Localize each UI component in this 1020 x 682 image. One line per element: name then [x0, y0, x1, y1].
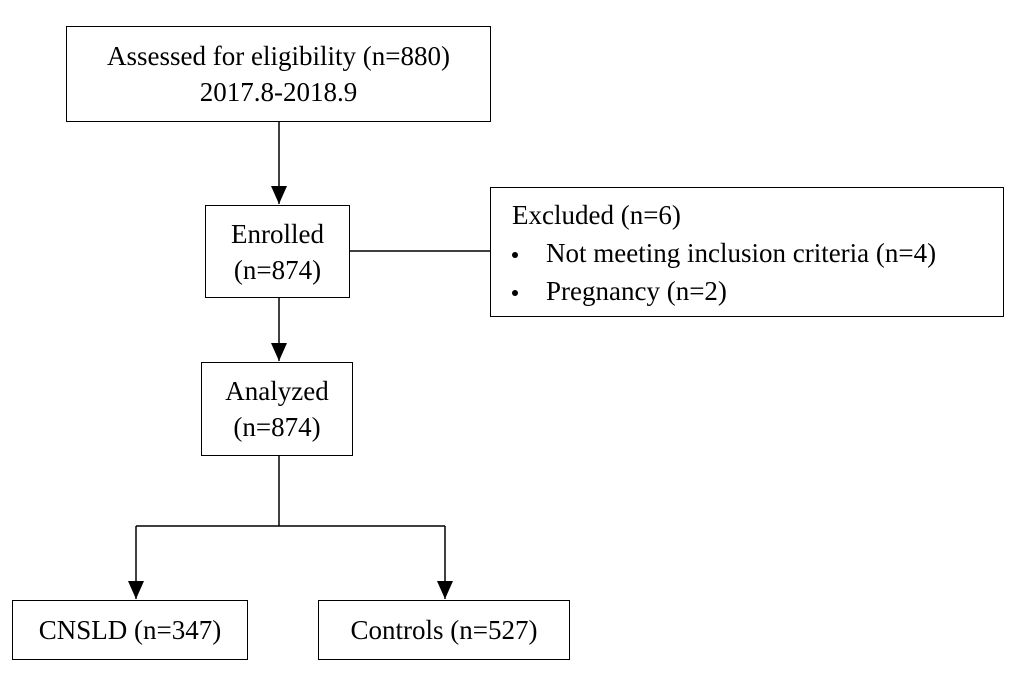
- arrowhead-enrolled-to-analyzed: [271, 343, 287, 361]
- assessed-label: Assessed for eligibility (n=880): [107, 41, 450, 71]
- bullet-icon: [512, 290, 518, 296]
- excluded-reason-item: Pregnancy (n=2): [512, 272, 1003, 310]
- arrowhead-to-cnsld: [128, 581, 144, 599]
- enrolled-box: Enrolled (n=874): [205, 205, 350, 298]
- cnsld-box: CNSLD (n=347): [12, 600, 248, 660]
- enrolled-label: Enrolled: [231, 218, 324, 249]
- assessed-period: 2017.8-2018.9: [199, 77, 358, 107]
- analyzed-count: (n=874): [233, 412, 321, 442]
- controls-box: Controls (n=527): [318, 600, 570, 660]
- excluded-reason-text: Pregnancy (n=2): [546, 276, 727, 306]
- controls-label: Controls (n=527): [350, 615, 538, 645]
- arrowhead-assessed-to-enrolled: [271, 186, 287, 204]
- excluded-reason-item: Not meeting inclusion criteria (n=4): [512, 234, 1003, 272]
- cnsld-label: CNSLD (n=347): [38, 615, 222, 645]
- excluded-reason-text: Not meeting inclusion criteria (n=4): [546, 238, 937, 268]
- enrolled-count: (n=874): [233, 254, 322, 285]
- excluded-title: Excluded (n=6): [512, 200, 681, 230]
- arrowhead-to-controls: [437, 581, 453, 599]
- assessed-box: Assessed for eligibility (n=880) 2017.8-…: [66, 26, 491, 122]
- excluded-box: Excluded (n=6) Not meeting inclusion cri…: [490, 187, 1004, 317]
- analyzed-label: Analyzed: [225, 376, 329, 406]
- excluded-reasons-list: Not meeting inclusion criteria (n=4) Pre…: [512, 234, 1003, 310]
- analyzed-box: Analyzed (n=874): [201, 362, 353, 456]
- bullet-icon: [512, 252, 518, 258]
